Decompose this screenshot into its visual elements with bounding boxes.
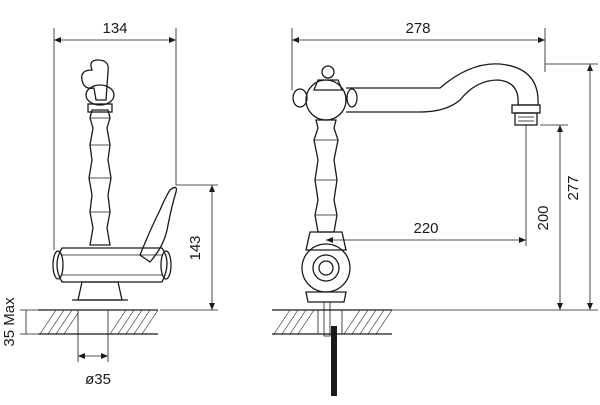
front-collar: [87, 103, 113, 113]
side-aerator: [514, 112, 538, 126]
front-counter: [38, 309, 159, 335]
front-stem: [88, 109, 112, 246]
front-mount-hole: [77, 309, 109, 335]
side-body-cap: [301, 243, 351, 293]
side-base: [305, 291, 347, 303]
side-right-knob: [346, 88, 358, 108]
side-body-cap-inner: [312, 254, 340, 282]
lever-height-label: 143: [187, 235, 204, 260]
side-left-knob: [292, 88, 308, 108]
side-counter: [272, 301, 393, 396]
side-top-knob: [321, 65, 335, 79]
side-width-label: 278: [405, 20, 430, 37]
front-handle-top: [81, 59, 109, 101]
total-height-label: 277: [565, 175, 582, 200]
mount-max-label: 35 Max: [1, 297, 18, 347]
side-mount-bolt: [323, 301, 331, 337]
side-aerator-ring: [511, 104, 541, 114]
side-supply-hose: [331, 326, 337, 396]
side-spout: [346, 63, 539, 113]
spout-height-label: 200: [535, 205, 552, 230]
front-handle-cap: [85, 84, 115, 106]
front-width-label: 134: [102, 20, 127, 37]
spout-reach-label: 220: [413, 220, 438, 237]
front-body-cap-right: [160, 250, 172, 280]
side-view: 278: [272, 20, 598, 396]
hole-diameter-label: ø35: [85, 371, 111, 388]
front-base: [77, 281, 123, 301]
front-lever: [139, 186, 178, 263]
side-head: [305, 79, 347, 121]
front-view: 134: [1, 20, 218, 388]
front-body: [56, 247, 168, 283]
front-body-cap-left: [52, 250, 64, 280]
